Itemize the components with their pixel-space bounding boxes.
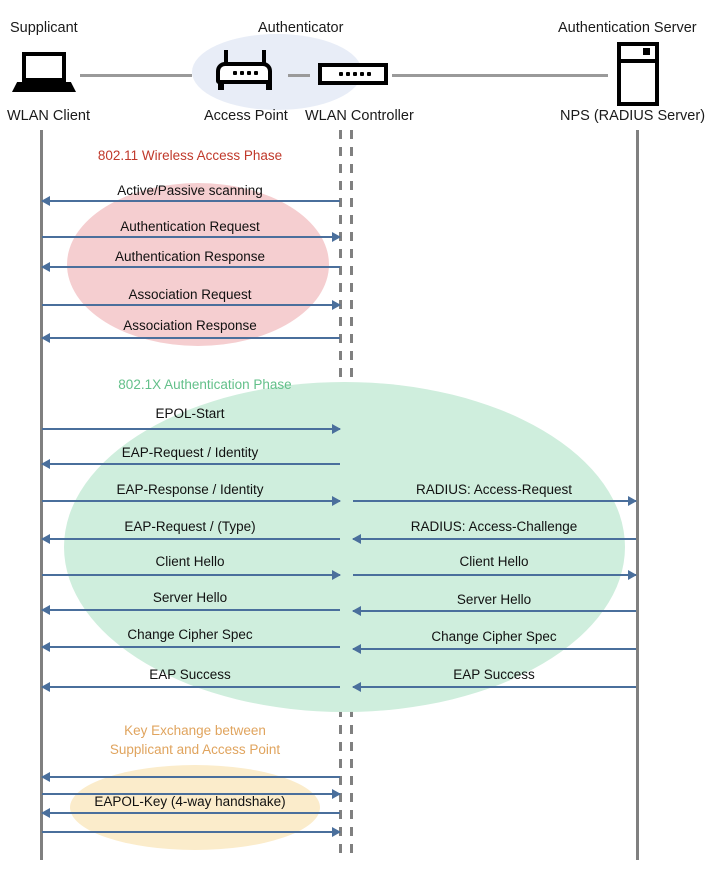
wlan-controller-icon [318, 63, 388, 85]
message-arrow [41, 196, 340, 206]
actor-name-wlan-controller: WLAN Controller [305, 108, 414, 124]
message-arrow [42, 424, 341, 434]
message-label: EAP Success [149, 667, 231, 682]
message-label: Active/Passive scanning [117, 183, 263, 198]
message-arrow [41, 642, 340, 652]
message-label: Association Request [128, 287, 252, 302]
message-arrow [41, 772, 340, 782]
server-icon [617, 42, 659, 106]
message-label: EPOL-Start [155, 406, 225, 421]
message-arrow [42, 570, 341, 580]
wireless-access-point-icon [216, 50, 276, 94]
radius-message-label: Client Hello [459, 554, 529, 569]
radius-message-arrow [352, 534, 636, 544]
message-arrow [42, 827, 341, 837]
message-label: EAP-Request / Identity [121, 445, 259, 460]
phase-802-1x-ellipse [64, 382, 625, 712]
phase-802-11-label: 802.11 Wireless Access Phase [97, 148, 283, 163]
phase-802-11-ellipse [67, 183, 329, 346]
actor-role-authentication-server: Authentication Server [558, 20, 697, 36]
radius-message-arrow [353, 570, 637, 580]
message-arrow [41, 808, 340, 818]
message-arrow [41, 534, 340, 544]
actor-role-authenticator: Authenticator [258, 20, 344, 36]
actor-role-supplicant: Supplicant [10, 20, 78, 36]
message-label: EAP-Response / Identity [116, 482, 264, 497]
message-label: Association Response [123, 318, 257, 333]
laptop-icon [12, 52, 76, 94]
actor-name-access-point: Access Point [204, 108, 288, 124]
radius-message-label: Change Cipher Spec [431, 629, 557, 644]
radius-message-label: Server Hello [456, 592, 532, 607]
link-wlc-nps [392, 74, 608, 77]
message-arrow [42, 232, 341, 242]
message-label: Authentication Response [114, 249, 266, 264]
message-label: Authentication Request [120, 219, 260, 234]
actor-name-nps-radius-server: NPS (RADIUS Server) [560, 108, 706, 124]
link-ap-wlc [288, 74, 310, 77]
phase-802-1x-label: 802.1X Authentication Phase [118, 377, 292, 392]
message-arrow [41, 459, 340, 469]
message-arrow [41, 262, 340, 272]
radius-message-label: RADIUS: Access-Challenge [410, 519, 578, 534]
lifeline-supplicant [40, 130, 43, 860]
actor-name-wlan-client: WLAN Client [7, 108, 90, 124]
phase-key-exchange-label-line1: Key Exchange between [124, 723, 266, 738]
message-label: Change Cipher Spec [127, 627, 253, 642]
message-label: EAP-Request / (Type) [124, 519, 256, 534]
radius-message-label: RADIUS: Access-Request [415, 482, 573, 497]
lifeline-authentication-server [636, 130, 639, 860]
message-arrow [42, 496, 341, 506]
message-arrow [41, 682, 340, 692]
radius-message-arrow [352, 644, 636, 654]
message-arrow [41, 333, 340, 343]
phase-key-exchange-ellipse [70, 765, 320, 850]
radius-message-arrow [352, 606, 636, 616]
message-label: EAPOL-Key (4-way handshake) [94, 794, 286, 809]
message-label: Client Hello [155, 554, 225, 569]
radius-message-label: EAP Success [453, 667, 535, 682]
link-client-ap [80, 74, 192, 77]
radius-message-arrow [353, 496, 637, 506]
phase-key-exchange-label: Key Exchange between Supplicant and Acce… [70, 721, 320, 759]
radius-message-arrow [352, 682, 636, 692]
message-arrow [42, 789, 341, 799]
message-arrow [41, 605, 340, 615]
message-label: Server Hello [152, 590, 228, 605]
phase-key-exchange-label-line2: Supplicant and Access Point [109, 742, 281, 757]
message-arrow [42, 300, 341, 310]
